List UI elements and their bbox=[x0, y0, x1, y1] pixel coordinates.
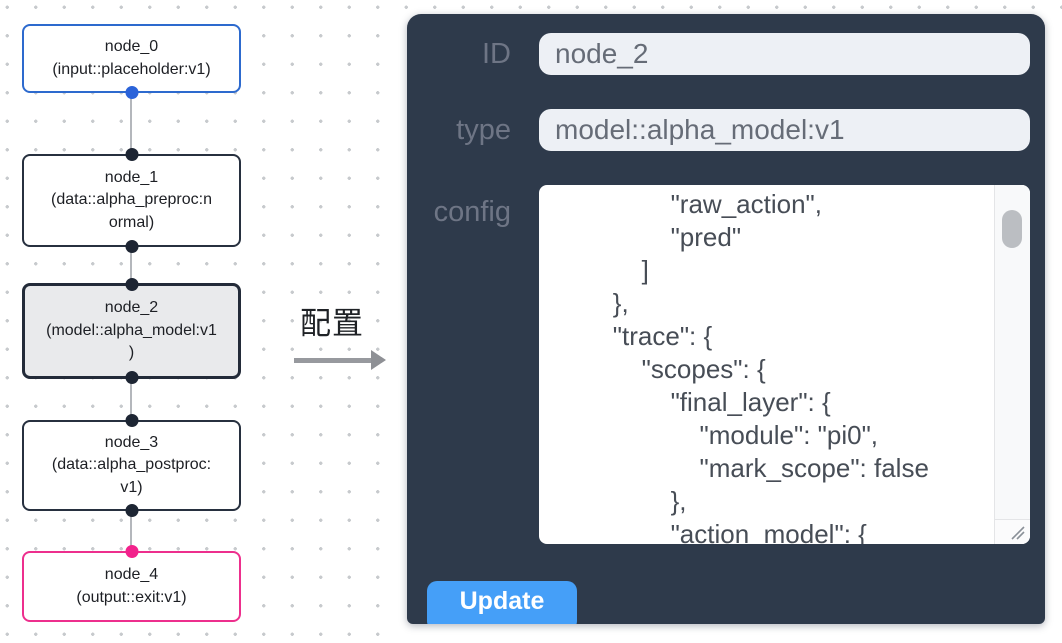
flow-node-node-3[interactable]: node_3 (data::alpha_postproc: v1) bbox=[22, 414, 241, 517]
node-title: node_2 bbox=[104, 299, 159, 317]
node-title: node_1 bbox=[104, 168, 159, 186]
config-annotation-label: 配置 bbox=[300, 306, 364, 341]
id-input[interactable] bbox=[539, 33, 1030, 75]
config-panel: ID type config "raw_action", "pred" ] },… bbox=[407, 14, 1045, 624]
update-button[interactable]: Update bbox=[427, 581, 577, 624]
input-port[interactable] bbox=[125, 278, 138, 291]
node-subtitle: (input::placeholder:v1) bbox=[52, 60, 211, 78]
textarea-resize-handle[interactable] bbox=[994, 519, 1030, 544]
canvas-dot-grid-top bbox=[404, 0, 1062, 14]
config-scrollbar-thumb[interactable] bbox=[1002, 210, 1022, 248]
type-field-label: type bbox=[456, 114, 511, 146]
flow-edge[interactable] bbox=[130, 247, 132, 283]
node-subtitle: (output::exit:v1) bbox=[76, 588, 187, 606]
flow-edge[interactable] bbox=[130, 511, 132, 551]
flow-canvas[interactable]: node_0 (input::placeholder:v1) node_1 (d… bbox=[0, 0, 404, 643]
config-field-label: config bbox=[433, 196, 511, 228]
node-title: node_4 bbox=[104, 566, 159, 583]
node-subtitle: (data::alpha_preproc:n ormal) bbox=[51, 191, 212, 231]
flow-node-node-2[interactable]: node_2 (model::alpha_model:v1 ) bbox=[22, 278, 241, 384]
output-port[interactable] bbox=[125, 86, 138, 99]
id-field-label: ID bbox=[482, 38, 511, 70]
node-subtitle: (model::alpha_model:v1 ) bbox=[46, 321, 217, 362]
node-subtitle: (data::alpha_postproc: v1) bbox=[51, 456, 212, 496]
arrow-right-icon bbox=[294, 350, 394, 370]
config-json-text[interactable]: "raw_action", "pred" ] }, "trace": { "sc… bbox=[612, 189, 929, 544]
input-port[interactable] bbox=[125, 545, 138, 558]
config-annotation: 配置 bbox=[294, 298, 394, 370]
config-textarea[interactable]: "raw_action", "pred" ] }, "trace": { "sc… bbox=[539, 185, 1030, 544]
output-port[interactable] bbox=[125, 240, 138, 253]
input-port[interactable] bbox=[125, 414, 138, 427]
flow-edge[interactable] bbox=[130, 93, 132, 155]
flow-edge[interactable] bbox=[130, 379, 132, 420]
node-title: node_3 bbox=[104, 433, 159, 451]
resize-grip-icon bbox=[1011, 526, 1025, 540]
config-scrollbar-track[interactable] bbox=[994, 185, 1030, 519]
input-port[interactable] bbox=[125, 148, 138, 161]
type-input[interactable] bbox=[539, 109, 1030, 151]
arrow-head bbox=[371, 350, 386, 370]
output-port[interactable] bbox=[125, 371, 138, 384]
arrow-line bbox=[294, 357, 371, 363]
flow-node-node-0[interactable]: node_0 (input::placeholder:v1) bbox=[22, 24, 241, 99]
output-port[interactable] bbox=[125, 504, 138, 517]
flow-node-node-1[interactable]: node_1 (data::alpha_preproc:n ormal) bbox=[22, 148, 241, 253]
node-title: node_0 bbox=[104, 38, 159, 55]
flow-node-node-4[interactable]: node_4 (output::exit:v1) bbox=[22, 545, 241, 622]
